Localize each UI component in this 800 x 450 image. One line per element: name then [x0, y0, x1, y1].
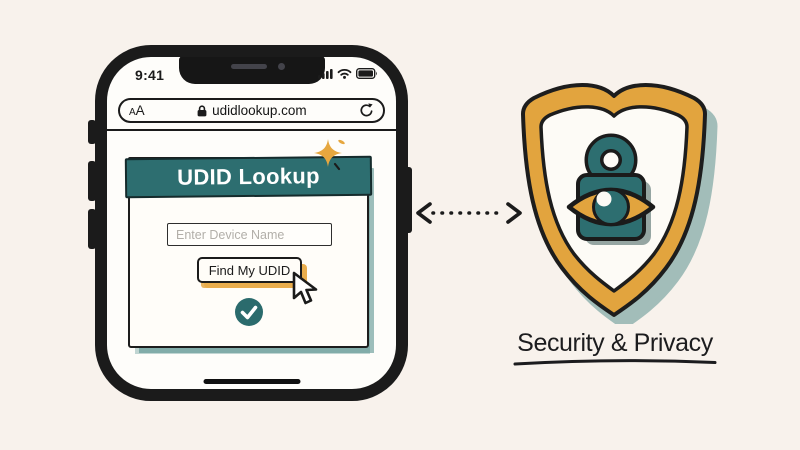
- phone-volume-up-button: [88, 161, 96, 201]
- find-my-udid-button[interactable]: Find My UDID: [197, 257, 302, 283]
- phone-mute-switch: [88, 120, 96, 144]
- checkmark-icon: [235, 298, 263, 326]
- status-bar-time: 9:41: [135, 67, 165, 83]
- padlock-icon: [197, 104, 207, 116]
- home-indicator[interactable]: [203, 379, 300, 384]
- page-title: UDID Lookup: [177, 163, 320, 190]
- battery-icon: [356, 68, 377, 79]
- phone-notch: [178, 57, 325, 84]
- phone-volume-down-button: [88, 209, 96, 249]
- mouse-pointer-icon: [292, 271, 318, 305]
- address-bar-url: udidlookup.com: [145, 103, 359, 118]
- browser-chrome-divider: [107, 129, 396, 131]
- signal-bars-icon: [318, 69, 333, 79]
- camera-icon: [277, 63, 285, 70]
- url-text: udidlookup.com: [212, 103, 307, 118]
- padlock-eye-icon: [566, 133, 656, 245]
- text-size-control[interactable]: A A: [129, 103, 145, 118]
- sparkle-icon: [314, 139, 345, 171]
- caption-underline: [513, 359, 717, 366]
- find-my-udid-button-label: Find My UDID: [208, 262, 291, 278]
- device-name-input[interactable]: [167, 223, 332, 246]
- browser-address-bar[interactable]: A A udidlookup.com: [118, 98, 385, 123]
- shield-icon: [521, 83, 718, 324]
- webpage-card: UDID Lookup Find My UDID: [124, 155, 373, 348]
- phone-frame: 9:41 A A: [95, 45, 408, 401]
- connection-arrow-icon: [416, 202, 522, 224]
- phone-power-button: [404, 167, 412, 233]
- caption-label: Security & Privacy: [517, 329, 713, 357]
- speaker-icon: [230, 64, 267, 69]
- wifi-icon: [337, 68, 352, 79]
- status-bar-icons: [318, 68, 378, 79]
- reload-icon[interactable]: [359, 103, 374, 118]
